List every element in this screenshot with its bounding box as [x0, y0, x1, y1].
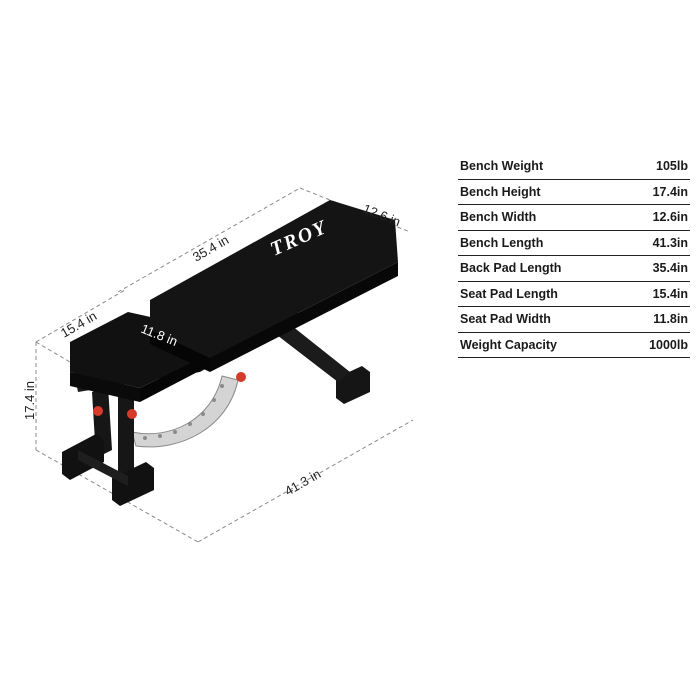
spec-value: 35.4in: [622, 255, 690, 282]
knob-left: [93, 406, 103, 416]
spec-label: Seat Pad Width: [458, 306, 623, 333]
back-pad-side: [210, 262, 398, 372]
spec-label: Bench Height: [458, 179, 623, 205]
front-foot-right: [112, 462, 154, 506]
spec-label: Bench Length: [458, 230, 623, 256]
bench: [62, 200, 398, 506]
spec-value: 12.6in: [622, 204, 690, 231]
spec-label: Weight Capacity: [458, 332, 623, 358]
spec-value: 11.8in: [622, 306, 690, 333]
dim-label-length: 41.3 in: [282, 466, 323, 499]
spec-label: Back Pad Length: [458, 255, 623, 282]
back-pad-top: [150, 200, 398, 358]
spec-value: 15.4in: [622, 281, 690, 307]
spec-value: 41.3in: [622, 230, 690, 256]
knob-center: [127, 409, 137, 419]
front-base: [78, 450, 128, 486]
knob-right: [236, 372, 246, 382]
dim-label-height: 17.4 in: [22, 381, 37, 420]
spec-value: 1000lb: [622, 332, 690, 358]
seat-pad-side: [70, 372, 140, 402]
spec-value: 105lb: [622, 154, 690, 180]
spec-label: Bench Width: [458, 204, 623, 231]
spec-label: Seat Pad Length: [458, 281, 623, 307]
spec-value: 17.4in: [622, 179, 690, 205]
spec-label: Bench Weight: [458, 154, 623, 180]
